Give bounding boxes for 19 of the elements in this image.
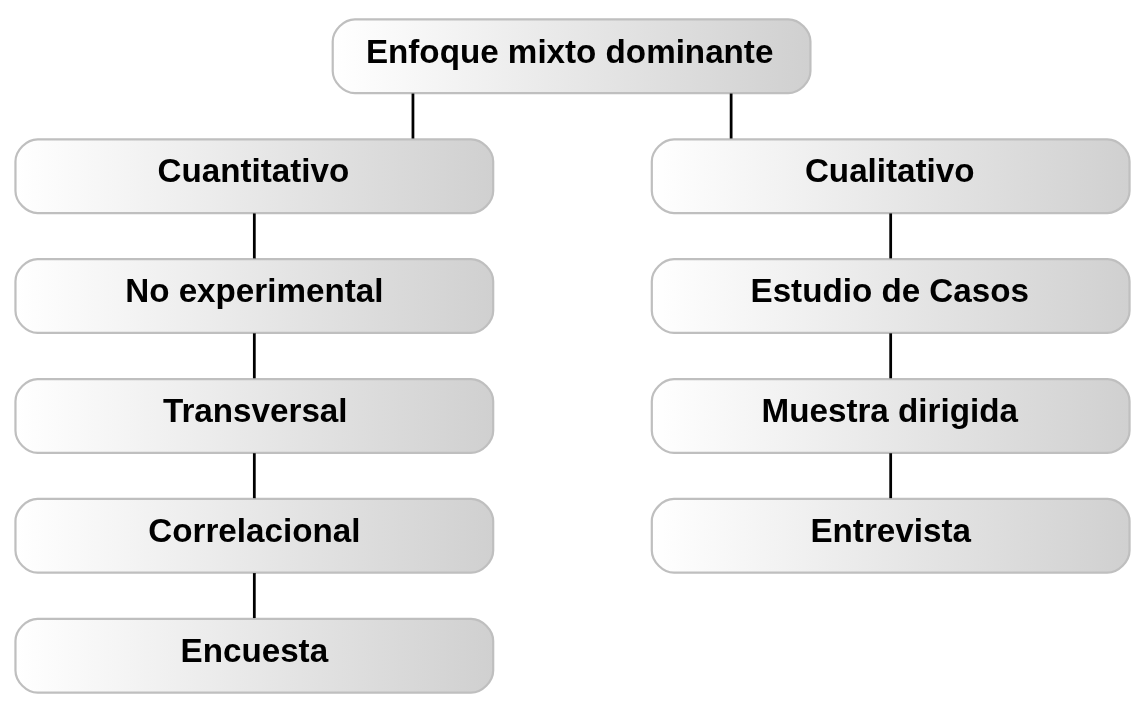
node-box: Transversal xyxy=(14,377,495,454)
connector xyxy=(252,333,256,379)
node-box: Cuantitativo xyxy=(14,138,495,215)
connector xyxy=(252,453,256,499)
connector xyxy=(729,93,733,139)
connector xyxy=(252,213,256,259)
node-box: Muestra dirigida xyxy=(650,377,1131,454)
connector xyxy=(889,453,893,499)
connector xyxy=(411,93,415,139)
node-box: Correlacional xyxy=(14,497,495,574)
node-box: Encuesta xyxy=(14,617,495,694)
node-box: Cualitativo xyxy=(650,138,1131,215)
node-box: No experimental xyxy=(14,258,495,335)
connector xyxy=(889,333,893,379)
node-box: Estudio de Casos xyxy=(650,258,1131,335)
connector xyxy=(252,573,256,619)
connector xyxy=(889,213,893,259)
node-box: Enfoque mixto dominante xyxy=(331,18,812,95)
node-box: Entrevista xyxy=(650,497,1131,574)
